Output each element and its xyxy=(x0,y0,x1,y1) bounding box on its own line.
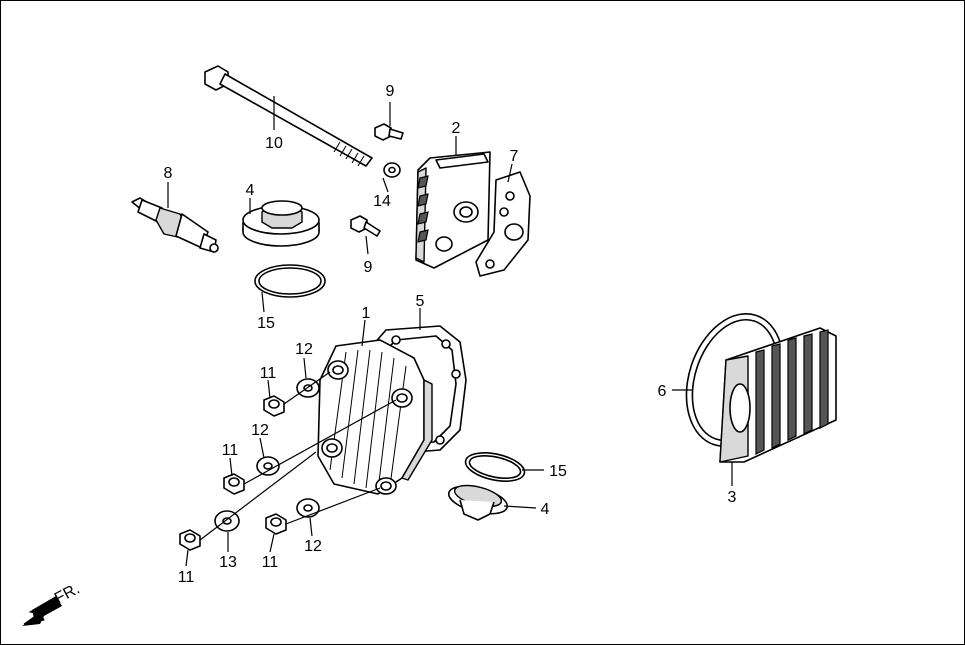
callout-9-upper: 9 xyxy=(386,83,395,100)
callout-15-lower: 15 xyxy=(549,463,567,480)
part-11-nut-a xyxy=(263,395,285,417)
callout-11-b: 11 xyxy=(222,442,239,459)
part-8-spark-plug xyxy=(131,197,219,253)
leader-lines xyxy=(167,96,733,567)
part-6-gasket xyxy=(475,171,531,277)
part-11-nut-d xyxy=(265,513,287,535)
assembly-guide-lines xyxy=(199,371,397,541)
callout-4-upper: 4 xyxy=(246,182,255,199)
part-9-bolt-lower xyxy=(350,215,381,237)
callout-15-upper: 15 xyxy=(257,315,275,332)
part-4-cap-lower xyxy=(447,484,509,521)
part-12-washer-c xyxy=(296,498,320,518)
callout-8: 8 xyxy=(164,165,173,182)
part-15-o-ring-upper xyxy=(254,264,326,298)
callout-13: 13 xyxy=(219,554,237,571)
part-3-finned-cover xyxy=(719,327,837,463)
part-13-washer xyxy=(214,510,240,532)
part-2-side-cover xyxy=(415,151,491,269)
part-4-cap-upper xyxy=(242,200,320,247)
callout-11-d: 11 xyxy=(262,554,279,571)
part-12-washer-b xyxy=(256,456,280,476)
part-14-washer xyxy=(383,162,401,178)
callout-11-a: 11 xyxy=(260,365,277,382)
callout-10: 10 xyxy=(265,135,283,152)
callout-12-a: 12 xyxy=(295,341,313,358)
callout-1: 1 xyxy=(362,305,371,322)
callout-3: 3 xyxy=(728,489,737,506)
part-15-o-ring-lower xyxy=(464,452,526,482)
callout-11-c: 11 xyxy=(178,569,195,586)
callout-5: 5 xyxy=(416,293,425,310)
callout-9-lower: 9 xyxy=(364,259,373,276)
callout-6: 7 xyxy=(510,148,519,165)
part-11-nut-c xyxy=(179,529,201,551)
callout-2: 2 xyxy=(452,120,461,137)
callout-labels: 10 9 2 7 8 4 14 9 15 1 5 12 11 12 11 11 … xyxy=(164,83,737,586)
part-11-nut-b xyxy=(223,473,245,495)
callout-7: 6 xyxy=(658,383,667,400)
callout-14: 14 xyxy=(373,193,391,210)
callout-12-b: 12 xyxy=(251,422,269,439)
part-9-bolt-upper xyxy=(374,123,404,141)
part-10-long-bolt xyxy=(204,65,373,167)
callout-4-lower: 4 xyxy=(541,501,550,518)
callout-12-c: 12 xyxy=(304,538,322,555)
front-arrow-icon xyxy=(22,596,62,626)
part-1-head-cover xyxy=(317,339,433,495)
